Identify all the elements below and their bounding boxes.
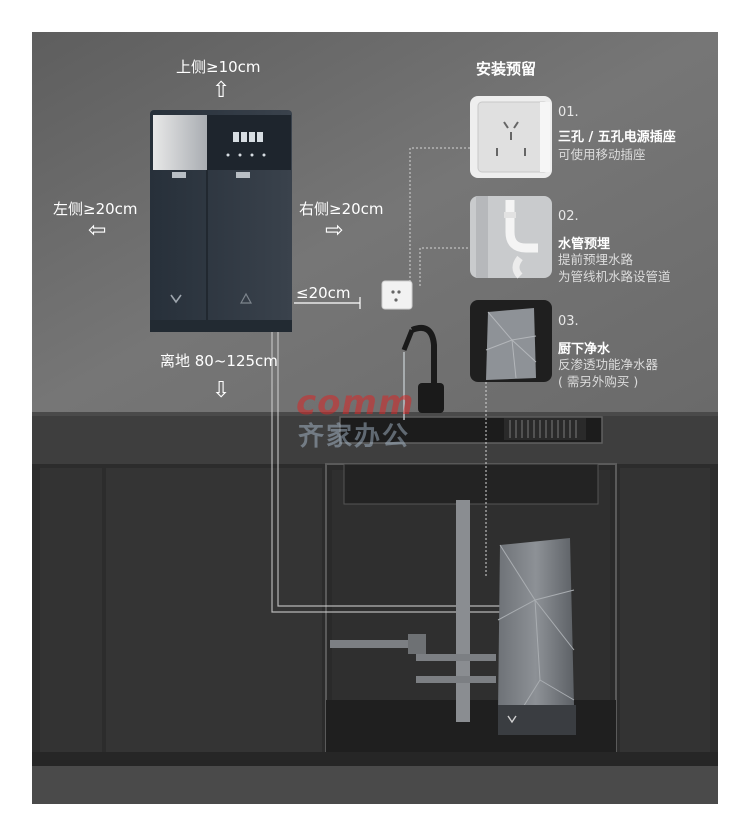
- watermark-brand: comm: [296, 383, 415, 423]
- item-desc: 提前预埋水路: [558, 252, 634, 267]
- up-arrow-icon: ⇧: [212, 78, 231, 103]
- down-arrow-icon: ⇩: [212, 378, 231, 403]
- socket-icon: [470, 96, 552, 178]
- item-title: 厨下净水: [558, 342, 611, 357]
- right-clearance: 右侧≥20cm: [299, 200, 384, 218]
- left-arrow-icon: ⇦: [88, 218, 107, 243]
- item-desc: 反渗透功能净水器: [558, 357, 659, 372]
- item-number: 02.: [558, 209, 579, 224]
- item-desc: 为管线机水路设管道: [558, 269, 671, 284]
- left-clearance: 左侧≥20cm: [53, 200, 138, 218]
- item-title: 水管预埋: [558, 237, 611, 252]
- watermark-cn: 齐家办公: [298, 422, 411, 452]
- item-desc: 可使用移动插座: [558, 147, 646, 162]
- floor-clearance: 离地 80~125cm: [160, 352, 278, 370]
- section-title: 安装预留: [476, 60, 537, 78]
- right-arrow-icon: ⇨: [325, 218, 344, 243]
- item-number: 01.: [558, 105, 579, 120]
- purifier-icon: [470, 300, 552, 382]
- pipe-icon: [470, 196, 552, 279]
- top-clearance: 上侧≥10cm: [176, 58, 261, 76]
- item-title: 三孔 / 五孔电源插座: [558, 130, 676, 145]
- gap-clearance: ≤20cm: [296, 284, 351, 302]
- item-number: 03.: [558, 314, 579, 329]
- item-desc: ( 需另外购买 ): [558, 374, 639, 389]
